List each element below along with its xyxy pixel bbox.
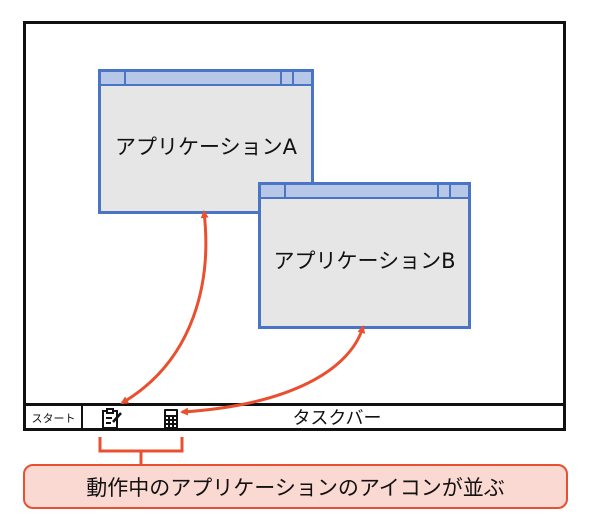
desktop-screen: アプリケーションA アプリケーションB スタート <box>23 21 566 431</box>
arrow-b-to-calculator <box>180 325 366 416</box>
app-window-b[interactable]: アプリケーションB <box>258 182 471 329</box>
title-bar-a[interactable] <box>101 72 311 86</box>
close-button[interactable] <box>449 185 460 197</box>
close-button[interactable] <box>292 72 303 84</box>
window-menu-button[interactable] <box>275 185 286 197</box>
bracket <box>98 437 184 464</box>
start-button[interactable]: スタート <box>26 406 83 428</box>
arrow-a-to-notepad <box>120 210 209 405</box>
title-bar-b[interactable] <box>261 185 468 199</box>
app-a-label: アプリケーションA <box>115 134 297 159</box>
notepad-icon[interactable] <box>100 407 124 431</box>
minimize-button[interactable] <box>280 72 291 84</box>
app-window-a[interactable]: アプリケーションA <box>98 69 314 214</box>
app-b-label: アプリケーションB <box>273 248 456 273</box>
window-menu-button[interactable] <box>115 72 126 84</box>
callout-box: 動作中のアプリケーションのアイコンが並ぶ <box>23 464 568 509</box>
minimize-button[interactable] <box>437 185 448 197</box>
calculator-icon[interactable] <box>159 407 183 431</box>
